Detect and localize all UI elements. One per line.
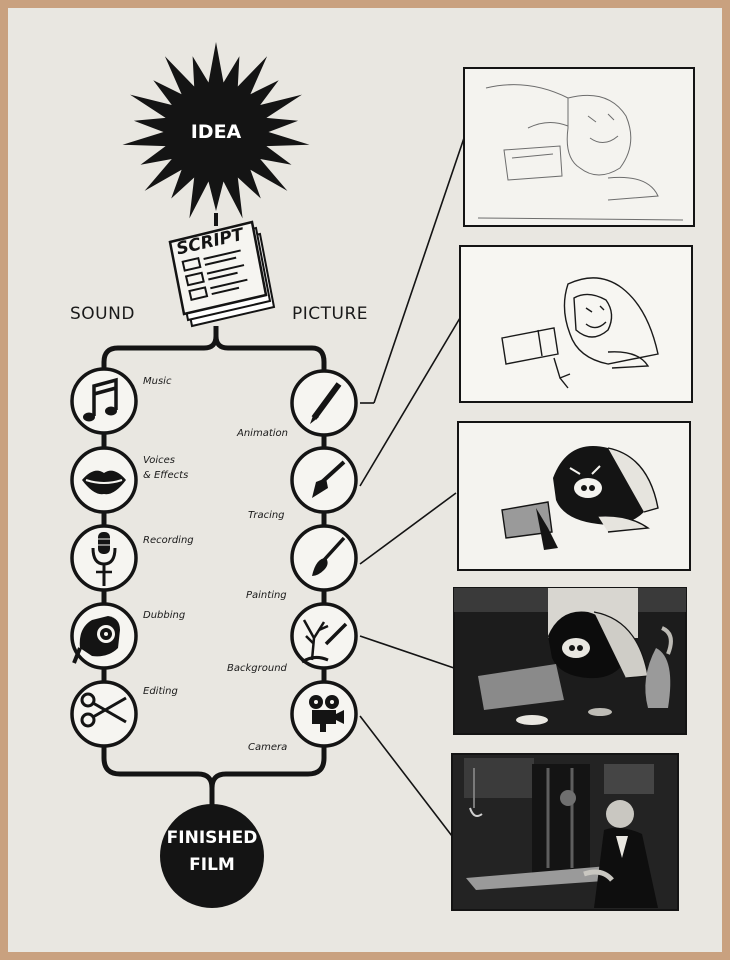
picture-step-painting: Painting xyxy=(246,524,358,601)
sound-step-recording: Recording xyxy=(70,524,194,592)
panel-painted-cel xyxy=(457,421,691,571)
movie-camera-icon xyxy=(309,695,344,732)
page: IDEA SCRIPT SOUND PICTURE FINISHED FIL xyxy=(8,8,722,952)
finished-label-line1: FINISHED xyxy=(167,828,258,848)
tree-brush-icon xyxy=(301,619,348,664)
camera-label: Camera xyxy=(248,742,287,753)
picture-heading: PICTURE xyxy=(292,304,368,324)
animation-label: Animation xyxy=(236,428,288,439)
picture-step-animation: Animation xyxy=(236,369,358,439)
film-production-diagram: IDEA SCRIPT SOUND PICTURE FINISHED FIL xyxy=(70,42,695,911)
effects-label: & Effects xyxy=(143,470,188,481)
background-label: Background xyxy=(227,663,288,674)
tracing-label: Tracing xyxy=(248,510,285,521)
music-label: Music xyxy=(143,376,172,387)
lips-icon xyxy=(82,470,126,495)
pencil-icon xyxy=(310,382,342,424)
paintbrush-icon xyxy=(312,536,346,576)
sound-step-voices: Voices & Effects xyxy=(70,446,188,514)
pen-nib-icon xyxy=(312,460,346,498)
picture-step-camera: Camera xyxy=(248,680,358,753)
sound-step-music: Music xyxy=(70,367,172,435)
idea-starburst: IDEA xyxy=(122,42,310,219)
recording-label: Recording xyxy=(143,535,194,546)
finished-label-line2: FILM xyxy=(189,855,235,875)
sound-step-editing: Editing xyxy=(70,680,178,748)
panel-leader-lines xyxy=(359,137,465,837)
panel-camera-photo xyxy=(451,753,679,911)
script-document-icon: SCRIPT xyxy=(168,220,276,328)
picture-step-tracing: Tracing xyxy=(248,446,358,521)
picture-step-background: Background xyxy=(227,602,358,674)
music-note-icon xyxy=(83,377,118,422)
panel-background-composite xyxy=(453,587,687,735)
sound-step-dubbing: Dubbing xyxy=(70,602,185,670)
finished-film-node: FINISHED FILM xyxy=(160,804,264,908)
voices-label: Voices xyxy=(143,455,175,466)
film-reel-hand-icon xyxy=(72,616,120,664)
idea-label: IDEA xyxy=(191,121,242,143)
dubbing-label: Dubbing xyxy=(143,610,185,621)
microphone-icon xyxy=(91,532,117,586)
panel-rough-animation xyxy=(463,67,695,227)
painting-label: Painting xyxy=(246,590,287,601)
sound-heading: SOUND xyxy=(70,304,135,324)
scissors-icon xyxy=(80,692,127,728)
panel-tracing-line-art xyxy=(459,245,693,403)
editing-label: Editing xyxy=(143,686,178,697)
